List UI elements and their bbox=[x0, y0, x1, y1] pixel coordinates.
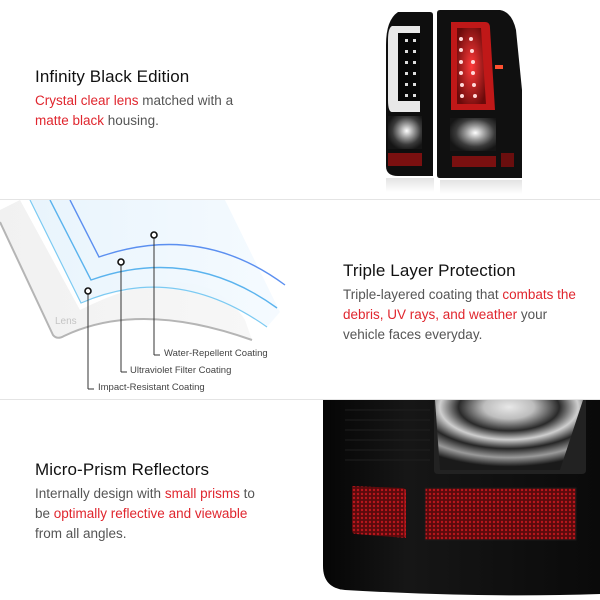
reflector-closeup-image bbox=[323, 400, 600, 596]
left-red-reflector bbox=[352, 486, 406, 538]
water-repellent-marker bbox=[150, 231, 158, 239]
impact-resistant-label: Impact-Resistant Coating bbox=[98, 382, 205, 393]
feature-title: Infinity Black Edition bbox=[35, 67, 190, 86]
coating-layers-diagram bbox=[0, 200, 286, 390]
feature-title: Micro-Prism Reflectors bbox=[35, 460, 210, 479]
feature-micro-prism: Micro-Prism Reflectors Internally design… bbox=[0, 400, 600, 600]
lens-label: Lens bbox=[55, 316, 77, 327]
feature-infinity-black: Infinity Black Edition Crystal clear len… bbox=[0, 0, 600, 199]
section-divider bbox=[0, 399, 600, 400]
lens-shape bbox=[0, 200, 252, 340]
right-red-reflector bbox=[425, 488, 576, 540]
left-tail-light bbox=[386, 12, 433, 176]
feature-description: Crystal clear lens matched with a matte … bbox=[35, 93, 234, 128]
impact-resistant-marker bbox=[84, 287, 92, 295]
feature-description: Triple-layered coating that combats the … bbox=[343, 287, 576, 342]
uv-filter-marker bbox=[117, 258, 125, 266]
tail-light-pair-image bbox=[386, 10, 522, 194]
right-tail-light bbox=[437, 10, 522, 178]
feature-title: Triple Layer Protection bbox=[343, 261, 516, 280]
uv-filter-label: Ultraviolet Filter Coating bbox=[130, 365, 232, 376]
water-repellent-label: Water-Repellent Coating bbox=[164, 348, 268, 359]
feature-description: Internally design with small prisms to b… bbox=[35, 486, 255, 541]
section-divider bbox=[0, 199, 600, 200]
feature-triple-layer: Lens Water-Repellent Coating Ultraviolet… bbox=[0, 200, 600, 399]
